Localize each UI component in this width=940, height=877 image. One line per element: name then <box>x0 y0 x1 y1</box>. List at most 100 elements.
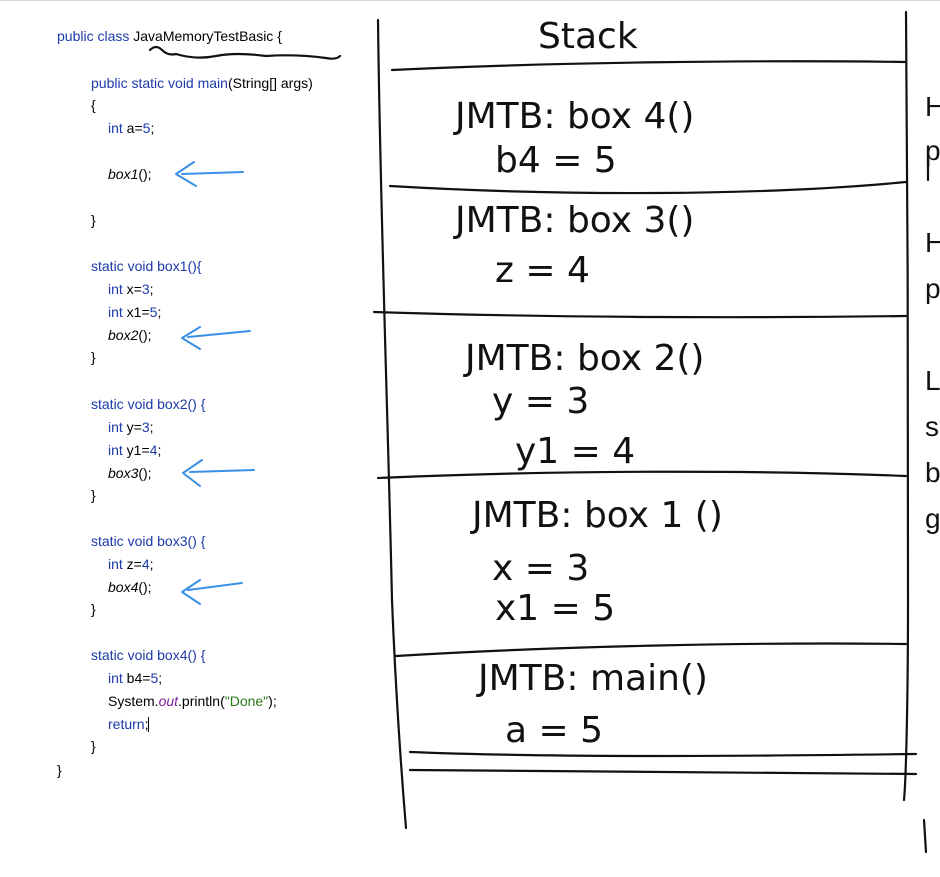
semicolon: ; <box>158 670 163 686</box>
semicolon: ; <box>157 442 162 458</box>
call-suffix: (); <box>138 327 152 343</box>
call-name: box4 <box>108 579 139 595</box>
main-signature: public static void main(String[] args) <box>91 74 313 92</box>
box4-var-b4: int b4=5; <box>108 669 162 687</box>
int-keyword: int <box>108 281 123 297</box>
call-name: box2 <box>108 327 139 343</box>
semicolon: ; <box>144 716 149 732</box>
stack-title: Stack <box>538 16 638 57</box>
class-declaration: public class JavaMemoryTestBasic { <box>57 27 282 45</box>
frame-header: JMTB: box 2() <box>463 338 704 379</box>
frame-divider <box>376 470 908 480</box>
note-letter: b <box>925 457 940 488</box>
static-void-keyword: static void <box>91 396 154 412</box>
frame-var: y = 3 <box>492 381 589 422</box>
main-call-box1: box1(); <box>108 165 152 183</box>
method-sig: box1(){ <box>153 258 202 274</box>
frame-var: x1 = 5 <box>495 588 615 629</box>
var-value: 5 <box>142 120 151 136</box>
call-name: box3 <box>108 465 139 481</box>
stack-frame-main: JMTB: main() a = 5 <box>476 658 708 751</box>
semicolon: ; <box>149 419 154 435</box>
arrow-icon <box>181 579 243 605</box>
var-name: a= <box>122 120 143 136</box>
note-letter: g <box>925 503 940 534</box>
println-string: "Done" <box>224 693 269 709</box>
right-divider <box>922 818 928 854</box>
stack-right-wall <box>902 10 910 802</box>
frame-header: JMTB: box 3() <box>453 200 694 241</box>
int-keyword: int <box>108 442 123 458</box>
right-notes-partial: H p H p L s b g <box>925 91 940 534</box>
text-cursor <box>148 717 150 732</box>
var-name: y1= <box>122 442 150 458</box>
box1-signature: static void box1(){ <box>91 257 202 275</box>
arrow-icon <box>182 459 255 487</box>
note-letter: H <box>925 227 940 258</box>
box3-close-brace: } <box>91 601 96 617</box>
main-args: (String[] args) <box>227 75 313 91</box>
box4-signature: static void box4() { <box>91 646 205 664</box>
note-letter: H <box>925 91 940 122</box>
var-value: 4 <box>141 556 150 572</box>
box1-call-box2: box2(); <box>108 326 152 344</box>
box1-var-x1: int x1=5; <box>108 303 161 321</box>
box1-close-brace: } <box>91 349 96 365</box>
semicolon: ; <box>149 556 154 572</box>
box4-return: return; <box>108 715 150 733</box>
box2-signature: static void box2() { <box>91 395 205 413</box>
frame-divider <box>372 310 908 319</box>
class-close-brace: } <box>57 762 62 778</box>
frame-divider <box>388 180 908 195</box>
note-letter: p <box>925 135 940 166</box>
frame-var: a = 5 <box>505 710 603 751</box>
code-editor: public class JavaMemoryTestBasic { publi… <box>0 0 375 877</box>
var-value: 3 <box>141 419 150 435</box>
semicolon: ; <box>149 281 154 297</box>
var-value: 4 <box>149 442 158 458</box>
call-suffix: (); <box>138 579 152 595</box>
println-method: .println( <box>178 693 225 709</box>
int-keyword: int <box>108 120 123 136</box>
method-sig: box4() { <box>153 647 206 663</box>
println-suffix: ); <box>268 693 277 709</box>
frame-header: JMTB: main() <box>476 658 708 699</box>
arrow-icon <box>181 326 251 350</box>
main-open-brace: { <box>91 97 96 113</box>
var-value: 5 <box>149 304 158 320</box>
var-name: z= <box>122 556 142 572</box>
frame-var: b4 = 5 <box>495 140 617 181</box>
println-prefix: System. <box>108 693 159 709</box>
semicolon: ; <box>150 120 155 136</box>
frame-divider <box>408 750 918 758</box>
int-keyword: int <box>108 304 123 320</box>
top-border <box>0 0 940 1</box>
static-void-keyword: static void <box>91 533 154 549</box>
static-void-keyword: static void <box>91 647 154 663</box>
box3-call-box4: box4(); <box>108 578 152 596</box>
arrow-icon <box>175 161 244 187</box>
var-value: 5 <box>150 670 159 686</box>
box2-var-y: int y=3; <box>108 418 154 436</box>
call-suffix: (); <box>138 166 152 182</box>
frame-var: x = 3 <box>492 548 589 589</box>
main-var-a: int a=5; <box>108 119 154 137</box>
var-value: 3 <box>141 281 150 297</box>
note-letter: p <box>925 273 940 304</box>
frame-divider <box>390 60 908 72</box>
semicolon: ; <box>157 304 162 320</box>
var-name: x= <box>122 281 142 297</box>
main-close-brace: } <box>91 212 96 228</box>
box4-println: System.out.println("Done"); <box>108 692 277 710</box>
main-name: main <box>197 75 228 91</box>
method-sig: box3() { <box>153 533 206 549</box>
box3-var-z: int z=4; <box>108 555 154 573</box>
method-sig: box2() { <box>153 396 206 412</box>
println-field: out <box>158 693 179 709</box>
note-letter: s <box>925 411 939 442</box>
frame-header: JMTB: box 4() <box>453 96 694 137</box>
stack-frame-box4: JMTB: box 4() b4 = 5 <box>453 96 694 181</box>
note-letter: L <box>925 365 940 396</box>
stack-frame-box1: JMTB: box 1 () x = 3 x1 = 5 <box>470 495 723 629</box>
